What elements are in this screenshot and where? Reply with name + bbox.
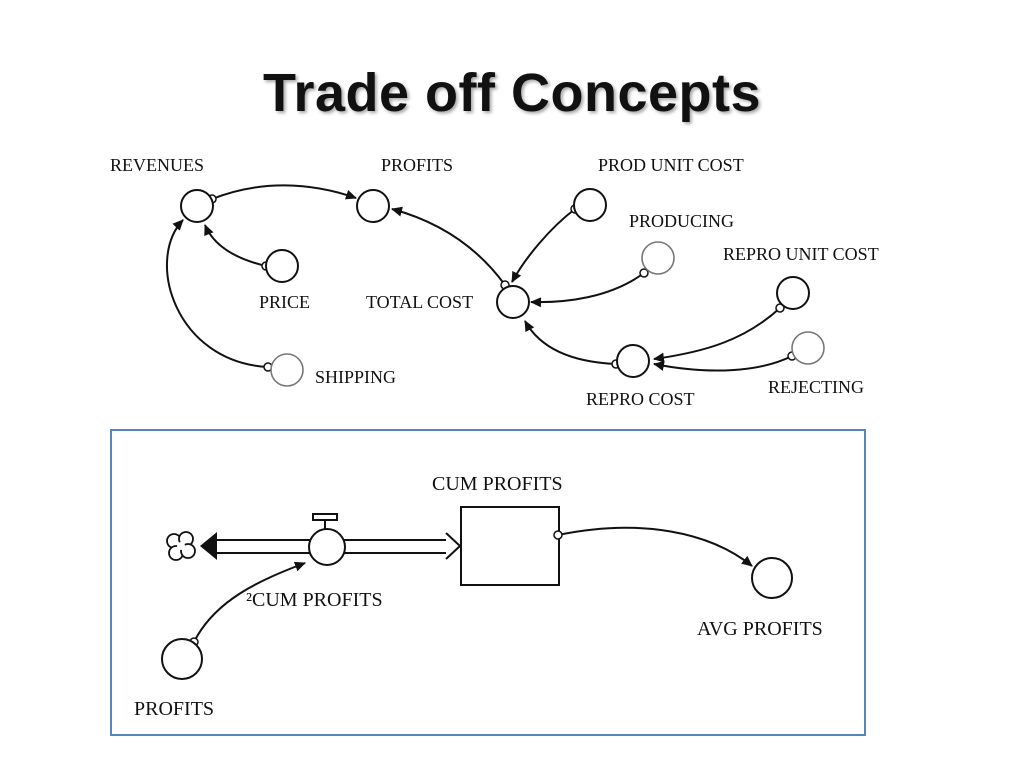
node-repro-cost (616, 344, 650, 378)
link-reprocost-totalcost (524, 320, 617, 365)
label-repro-cost: REPRO COST (586, 389, 695, 409)
node-profits (356, 189, 390, 223)
label-rejecting: REJECTING (768, 377, 864, 397)
link-rejecting-reprocost (653, 355, 793, 372)
link-revenues-profits (211, 184, 357, 200)
link-price-revenues (204, 224, 267, 267)
link-reprounitcost-reprocost (653, 307, 781, 363)
causal-loop-diagram: REVENUES PROFITS PROD UNIT COST PRODUCIN… (110, 155, 879, 409)
label-repro-unit-cost: REPRO UNIT COST (723, 244, 879, 264)
label-profits-bottom: PROFITS (134, 698, 214, 720)
label-producing: PRODUCING (629, 211, 734, 231)
link-totalcost-profits (391, 206, 506, 286)
flow-arrowhead-left (200, 532, 217, 560)
label-revenues: REVENUES (110, 155, 204, 175)
label-profits: PROFITS (381, 155, 453, 175)
node-prod-unit-cost (573, 188, 607, 222)
label-shipping: SHIPPING (315, 367, 396, 387)
label-price: PRICE (259, 292, 310, 312)
node-rejecting (791, 331, 825, 365)
node-producing (641, 241, 675, 275)
label-cum-profits: CUM PROFITS (432, 473, 563, 495)
label-total-cost: TOTAL COST (366, 292, 473, 312)
link-shipping-revenues (166, 219, 269, 368)
link-produnitcost-totalcost (511, 208, 576, 283)
slide-title: Trade off Concepts (262, 63, 762, 123)
label-flow-rate: ²CUM PROFITS (246, 589, 383, 611)
node-avg-profits (751, 557, 793, 599)
node-revenues (180, 189, 214, 223)
node-total-cost (496, 285, 530, 319)
node-shipping (270, 353, 304, 387)
stock-flow-diagram: CUM PROFITS ²CUM PROFITS AVG PROFITS PRO… (110, 429, 866, 736)
node-repro-unit-cost (776, 276, 810, 310)
link-profits-flow (193, 561, 306, 643)
label-avg-profits: AVG PROFITS (697, 618, 823, 640)
node-price (265, 249, 299, 283)
label-prod-unit-cost: PROD UNIT COST (598, 155, 744, 175)
node-profits-bottom (161, 638, 203, 680)
cloud-icon (166, 531, 196, 561)
stock-cum-profits (460, 506, 560, 586)
link-cumprofits-avgprofits (557, 526, 753, 567)
link-producing-totalcost (530, 272, 645, 308)
valve-icon (308, 513, 346, 566)
